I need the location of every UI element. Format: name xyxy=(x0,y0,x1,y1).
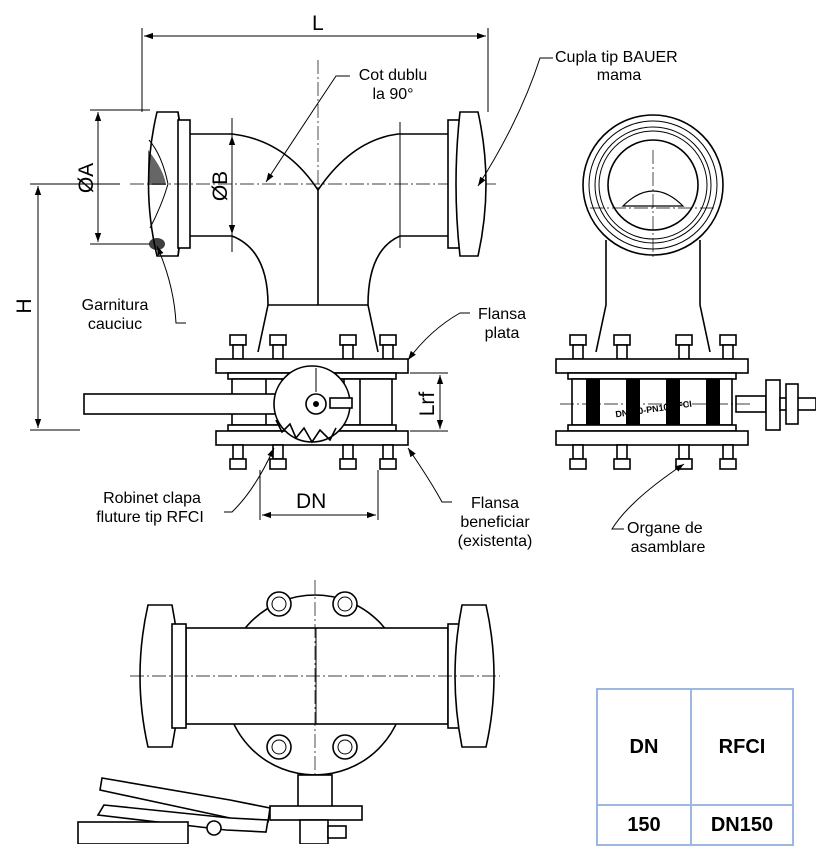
side-top-bolts xyxy=(569,334,737,360)
valve-lever xyxy=(83,365,353,444)
dimension-L-label: L xyxy=(312,12,324,35)
label-flansa-plata-line1: Flansa xyxy=(478,306,526,323)
label-organe-line1: Organe de xyxy=(627,520,703,537)
table-header-rfci: RFCI xyxy=(690,688,794,806)
side-valve-handle xyxy=(735,379,816,431)
dimension-DN: DN xyxy=(259,470,379,520)
top-bolts xyxy=(229,334,397,360)
label-cupla-line1: Cupla tip BAUER xyxy=(555,49,678,66)
dimension-B-label: ØB xyxy=(209,171,232,201)
table-header-dn: DN xyxy=(596,688,692,806)
label-cot-line1: Cot dublu xyxy=(359,67,428,84)
label-flansa-benef-line3: (existenta) xyxy=(458,533,533,550)
label-garnitura-line1: Garnitura xyxy=(82,297,149,314)
dimension-L: L xyxy=(141,12,489,112)
label-flansa-plata-line2: plata xyxy=(485,325,520,342)
dimension-A-label: ØA xyxy=(75,163,98,193)
dimension-B: ØB xyxy=(209,136,236,234)
front-view: L xyxy=(13,12,496,520)
side-view: DN150-PN10/RFCI xyxy=(555,114,816,470)
bottom-bolts xyxy=(229,444,397,470)
dimension-DN-label: DN xyxy=(296,490,326,513)
label-garnitura-line2: cauciuc xyxy=(88,316,142,333)
label-cupla-line2: mama xyxy=(597,67,642,84)
label-flansa-benef-line1: Flansa xyxy=(471,495,519,512)
table-cell-dn: 150 xyxy=(596,804,692,846)
top-view-lever xyxy=(77,774,363,844)
table-cell-rfci: DN150 xyxy=(690,804,794,846)
dimension-Lrf-label: Lrf xyxy=(416,392,439,417)
dimension-A: ØA xyxy=(75,109,150,245)
right-coupling xyxy=(447,111,487,257)
leaders xyxy=(156,57,685,530)
spec-table: DN RFCI 150 DN150 xyxy=(596,688,794,846)
callouts: Cupla tip BAUER mama Cot dublu la 90° Ga… xyxy=(82,49,706,556)
top-view-bolts xyxy=(266,591,358,760)
top-view xyxy=(77,580,500,844)
side-bottom-bolts xyxy=(569,444,737,470)
label-cot-line2: la 90° xyxy=(372,86,413,103)
dimension-H: H xyxy=(13,183,120,431)
table-row: 150 DN150 xyxy=(596,804,794,846)
double-elbow xyxy=(130,60,496,353)
label-robinet-line2: fluture tip RFCI xyxy=(96,509,204,526)
label-flansa-benef-line2: beneficiar xyxy=(460,514,530,531)
table-header-row: DN RFCI xyxy=(596,688,794,806)
dimension-Lrf: Lrf xyxy=(410,372,448,432)
label-organe-line2: asamblare xyxy=(631,539,706,556)
label-robinet-line1: Robinet clapa xyxy=(103,490,201,507)
dimension-H-label: H xyxy=(13,298,36,313)
